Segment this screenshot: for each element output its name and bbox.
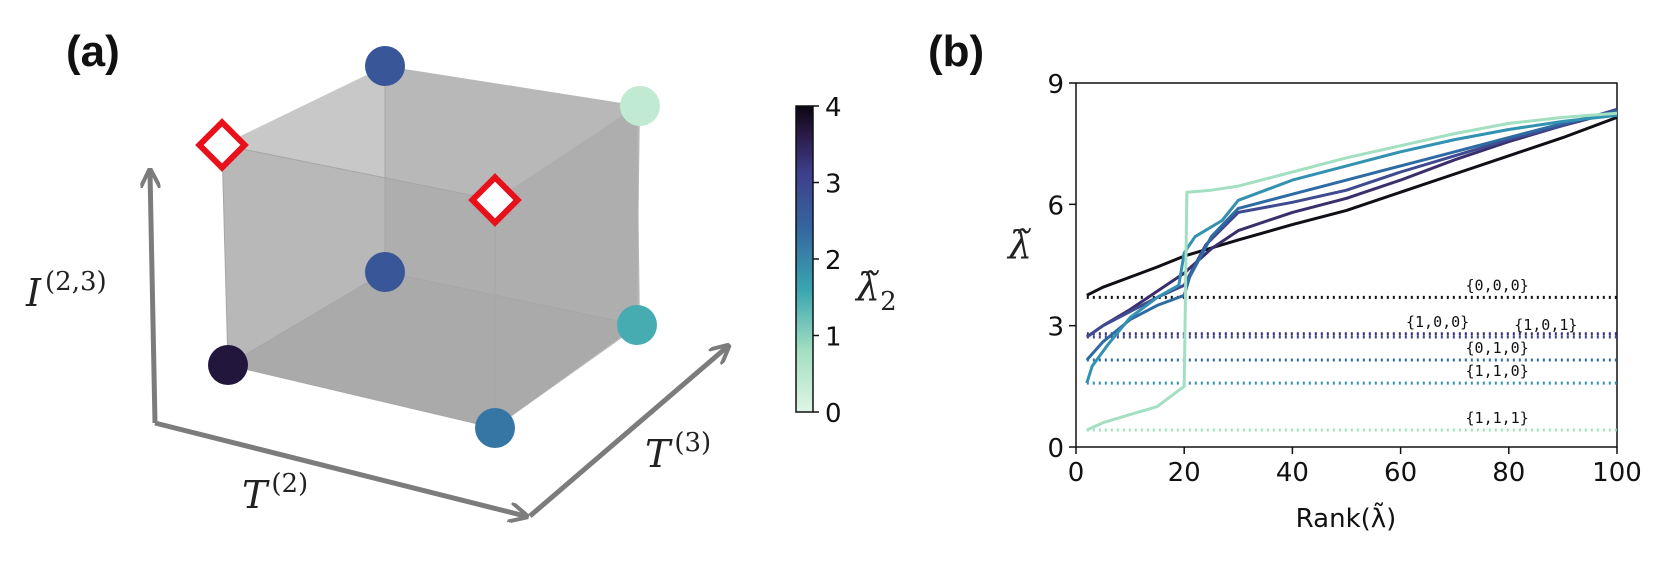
colorbar-tick-label: 4 bbox=[825, 93, 842, 123]
node-back-bottom-right bbox=[617, 305, 657, 345]
colorbar-tick-label: 3 bbox=[825, 170, 842, 200]
cube-hidden-edge-2 bbox=[227, 271, 386, 366]
cube-hidden-edge-3 bbox=[384, 271, 638, 326]
panel-b-label: (b) bbox=[928, 27, 984, 76]
axis-depth-arrow bbox=[528, 347, 727, 518]
reference-line-label: {1,0,1} bbox=[1514, 316, 1577, 334]
x-tick-label: 20 bbox=[1168, 458, 1201, 488]
axis-vertical-label: I(2,3) bbox=[25, 267, 107, 315]
diamond-marker-front-top-right bbox=[468, 173, 522, 227]
y-tick-label: 6 bbox=[1047, 191, 1064, 221]
reference-line-label: {1,1,1} bbox=[1466, 409, 1529, 427]
panel-a: (a) I(2,3) T(2) T(3) bbox=[25, 27, 897, 517]
panel-a-label: (a) bbox=[66, 27, 120, 76]
series-lines bbox=[1085, 107, 1618, 432]
x-tick-label: 40 bbox=[1276, 458, 1309, 488]
reference-line-label: {0,1,0} bbox=[1466, 339, 1529, 357]
y-tick-label: 0 bbox=[1047, 434, 1064, 464]
colorbar-tick-label: 0 bbox=[825, 399, 842, 429]
series-line bbox=[1085, 109, 1618, 361]
x-tick-label: 60 bbox=[1384, 458, 1417, 488]
y-ticks: 0 3 6 9 bbox=[1047, 70, 1076, 464]
axis-front-label: T(2) bbox=[242, 469, 308, 517]
x-tick-label: 100 bbox=[1592, 458, 1642, 488]
series-line bbox=[1085, 113, 1618, 384]
y-tick-label: 3 bbox=[1047, 313, 1064, 343]
diamond-marker-front-top-left bbox=[195, 118, 249, 172]
colorbar-gradient bbox=[795, 105, 814, 413]
cube bbox=[221, 66, 640, 429]
y-tick-label: 9 bbox=[1047, 70, 1064, 100]
x-axis-label: Rank(λ̃) bbox=[1296, 501, 1397, 534]
node-back-top-right bbox=[620, 86, 660, 126]
reference-line-label: {0,0,0} bbox=[1466, 276, 1529, 294]
reference-line-label: {1,1,0} bbox=[1466, 362, 1529, 380]
colorbar: 0 1 2 3 4 λ̃2 bbox=[795, 93, 897, 429]
node-front-bottom-right bbox=[475, 408, 515, 448]
cube-front-faces bbox=[222, 106, 640, 428]
node-back-top-left bbox=[365, 46, 405, 86]
series-line bbox=[1086, 111, 1618, 432]
axis-front-arrow bbox=[154, 420, 525, 516]
x-tick-label: 80 bbox=[1492, 458, 1525, 488]
reference-labels: {0,0,0} {1,0,0} {1,0,1} {0,1,0} {1,1,0} {1,1,… bbox=[1406, 276, 1577, 427]
node-front-bottom-left bbox=[208, 345, 248, 385]
series-line bbox=[1086, 115, 1618, 297]
panel-b: (b) {0,0,0}{1,0,0}{1,0,1}{0,1,0}{1,1,0}{… bbox=[928, 27, 1642, 534]
x-ticks: 0 20 40 60 80 100 bbox=[1068, 447, 1642, 488]
colorbar-label: λ̃2 bbox=[854, 265, 897, 317]
colorbar-tick-label: 1 bbox=[825, 323, 842, 353]
plot-frame bbox=[1075, 82, 1618, 448]
node-back-bottom-left bbox=[365, 252, 405, 292]
axis-depth-label: T(3) bbox=[645, 428, 711, 476]
reference-lines bbox=[1086, 295, 1617, 432]
x-tick-label: 0 bbox=[1068, 458, 1085, 488]
series-line bbox=[1085, 107, 1618, 339]
colorbar-ticks: 0 1 2 3 4 bbox=[813, 93, 842, 429]
y-axis-label: λ̃ bbox=[1006, 223, 1032, 267]
series-line bbox=[1085, 109, 1618, 339]
reference-line-label: {1,0,0} bbox=[1406, 313, 1469, 331]
axis-vertical-arrow bbox=[150, 172, 155, 424]
colorbar-tick-label: 2 bbox=[825, 246, 842, 276]
